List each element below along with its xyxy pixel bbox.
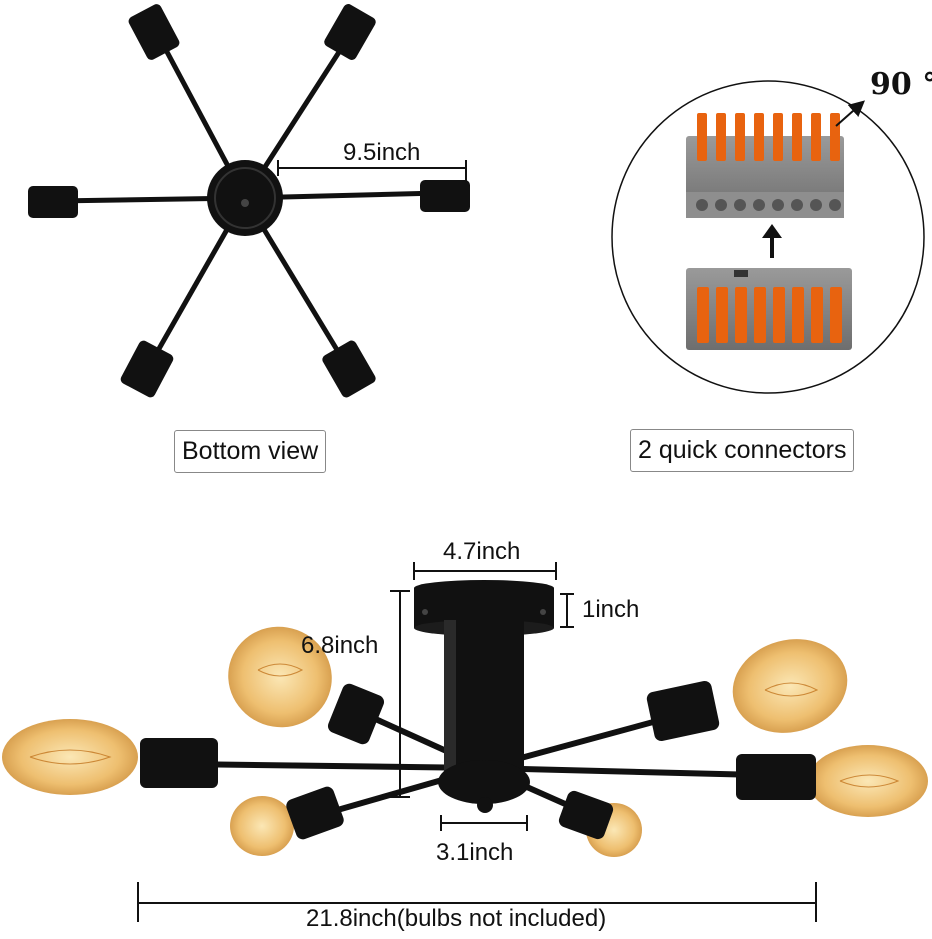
arm-length-dimension [277,160,467,190]
hub-width-label: 3.1inch [436,839,514,866]
side-view-fixture [2,580,928,857]
arm-length-label: 9.5inch [343,139,421,166]
canopy-height-label: 1inch [582,596,640,623]
connectors-caption: 2 quick connectors [630,429,855,472]
canopy-width-label: 4.7inch [443,538,521,565]
connectors-detail [611,80,925,394]
drop-height-label: 6.8inch [301,632,379,659]
angle-label: 90 ° [870,67,932,102]
bottom-view-caption: Bottom view [174,430,327,473]
side-view-dimensions [137,562,817,922]
bottom-view-fixture [28,4,470,398]
total-width-label: 21.8inch(bulbs not included) [306,905,607,932]
